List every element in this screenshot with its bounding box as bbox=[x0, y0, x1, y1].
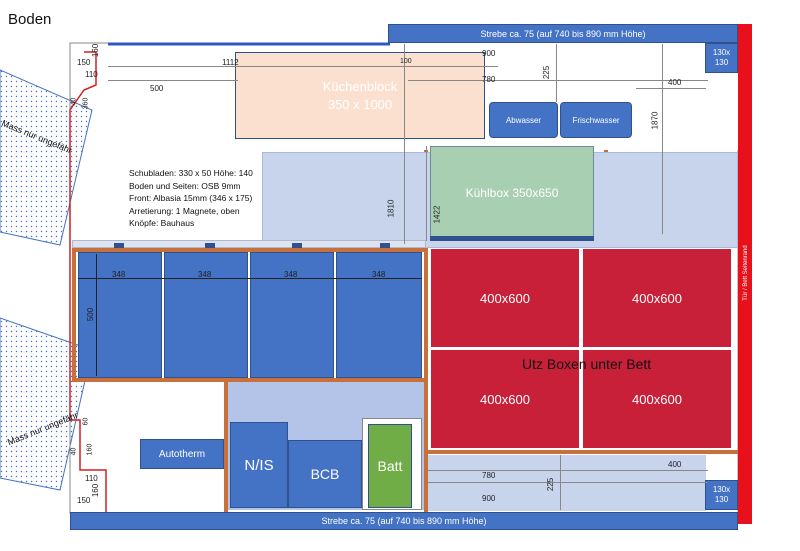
utz-label: Utz Boxen unter Bett bbox=[522, 356, 652, 372]
drawer-1-width: 348 bbox=[112, 270, 126, 279]
kuehlbox-base bbox=[430, 236, 594, 241]
bcb-label: BCB bbox=[310, 466, 340, 482]
drawer-4-width: 348 bbox=[372, 270, 386, 279]
dim-line-900b bbox=[428, 470, 708, 471]
post-bottom-label: 130x 130 bbox=[712, 485, 731, 504]
dim-900-a: 900 bbox=[482, 49, 496, 58]
mass-panel-top bbox=[0, 69, 93, 246]
post-bottom: 130x 130 bbox=[705, 480, 738, 510]
strebe-top: Strebe ca. 75 (auf 740 bis 890 mm Höhe) bbox=[388, 24, 738, 43]
kuehlbox: Kühlbox 350x650 bbox=[430, 146, 594, 240]
kuehlbox-label: Kühlbox 350x650 bbox=[465, 186, 559, 200]
dim-line-1112 bbox=[108, 66, 498, 67]
abwasser-tank: Abwasser bbox=[489, 102, 558, 138]
bcb-unit: BCB bbox=[288, 440, 362, 508]
drawer-4 bbox=[336, 252, 422, 378]
dim-line-500 bbox=[108, 80, 238, 81]
dim-1810: 1810 bbox=[386, 199, 396, 218]
dim-40-a: 40 bbox=[70, 97, 78, 106]
dim-360: 360 bbox=[82, 97, 90, 110]
dim-line-1870 bbox=[662, 44, 663, 234]
schubladen-notes: Schubladen: 330 x 50 Höhe: 140 Boden und… bbox=[129, 168, 253, 228]
strebe-top-label: Strebe ca. 75 (auf 740 bis 890 mm Höhe) bbox=[480, 28, 646, 39]
drawer-3 bbox=[250, 252, 334, 378]
dashed-floor bbox=[72, 240, 426, 248]
knob-3 bbox=[292, 243, 302, 248]
dim-110-b: 110 bbox=[85, 474, 98, 483]
drawer-2 bbox=[164, 252, 248, 378]
dim-1112: 1112 bbox=[222, 58, 239, 67]
utz-box-1: 400x600 bbox=[430, 248, 580, 348]
dim-110-a: 110 bbox=[85, 70, 98, 79]
drawer-3-width: 348 bbox=[284, 270, 298, 279]
autotherm: Autotherm bbox=[140, 439, 224, 469]
dim-line-1810 bbox=[404, 44, 405, 244]
autotherm-label: Autotherm bbox=[158, 448, 206, 460]
dim-400-b: 400 bbox=[668, 460, 682, 469]
dim-line-400 bbox=[636, 88, 706, 89]
knob-1 bbox=[114, 243, 124, 248]
dim-line-1422 bbox=[426, 146, 427, 241]
utz-box-3: 400x600 bbox=[430, 349, 580, 449]
drawer-2-width: 348 bbox=[198, 270, 212, 279]
knob-4 bbox=[380, 243, 390, 248]
dim-160-b: 160 bbox=[91, 483, 101, 498]
abwasser-label: Abwasser bbox=[505, 115, 542, 125]
utz-box-2-label: 400x600 bbox=[632, 290, 682, 306]
dim-line-780 bbox=[408, 80, 708, 81]
dim-780-b: 780 bbox=[482, 471, 496, 480]
batt-unit: Batt bbox=[368, 424, 412, 508]
strebe-bottom: Strebe ca. 75 (auf 740 bis 890 mm Höhe) bbox=[70, 512, 738, 530]
post-top-label: 130x 130 bbox=[712, 48, 731, 67]
knob-2 bbox=[205, 243, 215, 248]
dim-150-a: 150 bbox=[77, 58, 91, 67]
dim-225-a: 225 bbox=[542, 65, 552, 80]
nis-label: N/IS bbox=[244, 456, 274, 474]
utz-box-4: 400x600 bbox=[582, 349, 732, 449]
right-red-bar bbox=[738, 24, 752, 524]
dim-40-b: 40 bbox=[70, 447, 78, 456]
dim-1422: 1422 bbox=[432, 205, 442, 224]
dim-line-780b bbox=[428, 482, 708, 483]
utz-box-1-label: 400x600 bbox=[480, 290, 530, 306]
page-title: Boden bbox=[8, 11, 52, 28]
utz-box-4-label: 400x600 bbox=[632, 391, 682, 407]
post-top: 130x 130 bbox=[705, 43, 738, 73]
drawer-height-line bbox=[96, 254, 97, 376]
frischwasser-label: Frischwasser bbox=[572, 115, 620, 125]
dim-900-b: 900 bbox=[482, 494, 496, 503]
dim-780-a: 780 bbox=[482, 75, 496, 84]
frischwasser-tank: Frischwasser bbox=[560, 102, 632, 138]
mass-panel-bottom bbox=[0, 317, 93, 491]
dim-160-c: 160 bbox=[86, 443, 94, 456]
utz-box-3-label: 400x600 bbox=[480, 391, 530, 407]
kuechenblock-label: Küchenblock 350 x 1000 bbox=[322, 78, 398, 112]
utz-box-2: 400x600 bbox=[582, 248, 732, 348]
drawer-1 bbox=[78, 252, 162, 378]
dim-160-a: 160 bbox=[91, 43, 101, 58]
dim-150-b: 150 bbox=[77, 496, 91, 505]
dim-500-h: 500 bbox=[150, 84, 164, 93]
strebe-bottom-label: Strebe ca. 75 (auf 740 bis 890 mm Höhe) bbox=[321, 516, 487, 526]
dim-1870: 1870 bbox=[650, 111, 660, 130]
dim-100: 100 bbox=[400, 58, 412, 65]
dim-225-b: 225 bbox=[546, 477, 556, 492]
batt-label: Batt bbox=[377, 458, 403, 474]
drawer-height: 500 bbox=[86, 307, 96, 322]
right-red-bar-label: Tür / Bett Seitenrand bbox=[743, 245, 749, 301]
dim-400-a: 400 bbox=[668, 78, 682, 87]
dim-line-225b bbox=[560, 455, 561, 510]
dim-60: 60 bbox=[82, 417, 90, 426]
lower-right-area bbox=[428, 455, 706, 511]
drawer-dim-line bbox=[78, 278, 422, 279]
dim-line-225 bbox=[556, 44, 557, 102]
nis-unit: N/IS bbox=[230, 422, 288, 508]
